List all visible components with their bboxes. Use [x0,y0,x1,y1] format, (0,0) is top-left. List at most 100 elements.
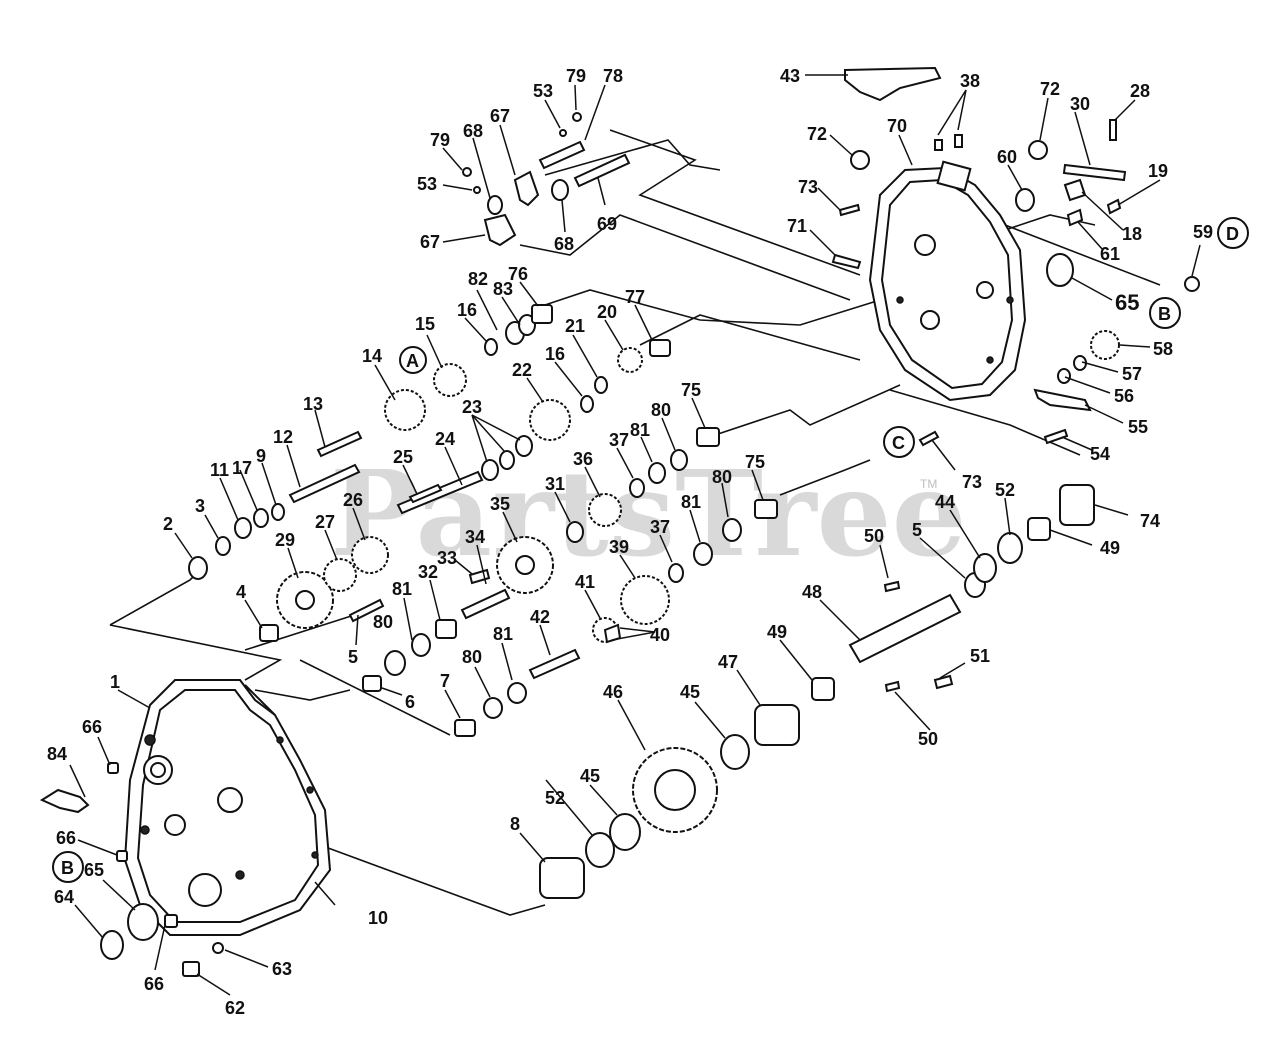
part-label-41: 41 [575,572,595,592]
part-label-81-a: 81 [630,420,650,440]
ball-79b [572,112,582,122]
part-label-23: 23 [462,397,482,417]
part-label-65-b: 65 [1115,290,1139,315]
spring-38b [954,134,963,148]
part-label-28: 28 [1130,81,1150,101]
part-label-46: 46 [603,682,623,702]
part-label-8: 8 [510,814,520,834]
nut-72a [850,150,870,170]
fitting-84 [39,788,90,814]
ball-79a [462,167,472,177]
part-label-66-b: 66 [56,828,76,848]
part-label-65-a: 65 [84,860,104,880]
part-label-26: 26 [343,490,363,510]
washer-23a [481,459,499,481]
washer-23b [499,450,515,470]
part-label-62: 62 [225,998,245,1018]
part-label-52-b: 52 [995,480,1015,500]
seal-65b [1046,253,1074,287]
key-73a [838,203,861,217]
part-label-25: 25 [393,447,413,467]
part-label-16-a: 16 [457,300,477,320]
bracket-43 [844,66,942,102]
pin-50b [884,680,901,693]
part-label-40: 40 [650,625,670,645]
shaft-34 [460,588,511,620]
lever-55 [1033,388,1092,412]
washer-23c [515,435,533,457]
washer-52b [997,532,1023,564]
part-label-37-b: 37 [650,517,670,537]
bushing-7 [454,719,476,737]
callout-c: C [892,433,905,453]
callout-c-circle [883,426,915,458]
part-label-36: 36 [573,449,593,469]
part-label-51: 51 [970,646,990,666]
right-transmission-housing[interactable] [868,160,1027,402]
shaft-78 [538,140,586,170]
part-label-20: 20 [597,302,617,322]
part-label-30: 30 [1070,94,1090,114]
part-label-60: 60 [997,147,1017,167]
shaft-30 [1062,163,1127,182]
spring-53b [559,129,567,137]
part-label-81-d: 81 [493,624,513,644]
part-label-27: 27 [315,512,335,532]
spring-53a [473,186,481,194]
left-transmission-housing[interactable] [123,679,332,936]
washer-2 [188,556,208,580]
part-label-49-b: 49 [1100,538,1120,558]
clip-16b [580,395,594,413]
part-label-14: 14 [362,346,382,366]
gear-27 [323,558,357,592]
gear-20 [617,347,643,373]
callout-d-circle [1217,217,1249,249]
part-label-29: 29 [275,530,295,550]
part-label-34: 34 [465,527,485,547]
bushing-6 [362,675,382,692]
sleeve-47 [754,704,800,746]
part-label-42: 42 [530,607,550,627]
part-number-labels: 1 2 3 4 5 5 6 7 8 9 10 11 12 13 14 15 16… [47,66,1213,1018]
part-label-73-a: 73 [798,177,818,197]
bushing-77 [649,339,671,357]
part-label-64: 64 [54,887,74,907]
part-label-45-a: 45 [680,682,700,702]
part-label-15: 15 [415,314,435,334]
pin-54 [1043,428,1069,445]
part-label-55: 55 [1128,417,1148,437]
nut-59 [1184,276,1200,292]
part-label-59: 59 [1193,222,1213,242]
callout-b-left-circle [52,851,84,883]
part-label-56: 56 [1114,386,1134,406]
part-label-83: 83 [493,279,513,299]
bushing-75a [696,427,720,447]
part-label-70: 70 [887,116,907,136]
gear-26 [351,536,389,574]
washer-21 [594,376,608,394]
part-label-19: 19 [1148,161,1168,181]
small-hardware [462,66,1122,693]
washer-11 [234,517,252,539]
washer-37a [629,478,645,498]
gear-29 [276,571,334,629]
ring-64 [100,930,124,960]
part-label-38: 38 [960,71,980,91]
callout-b-top: B [1158,304,1171,324]
part-label-69: 69 [597,214,617,234]
part-label-54: 54 [1090,444,1110,464]
washer-80a [384,650,406,676]
seal-65a [127,903,159,941]
plug-66a [107,762,119,774]
part-label-81-c: 81 [392,579,412,599]
callout-a: A [406,351,419,371]
washer-9 [271,503,285,521]
part-label-11: 11 [210,460,229,480]
part-label-33: 33 [437,548,457,568]
part-label-47: 47 [718,652,738,672]
part-label-77: 77 [625,287,645,307]
part-label-61: 61 [1100,244,1120,264]
washer-68b [551,179,569,201]
part-label-72-b: 72 [1040,79,1060,99]
